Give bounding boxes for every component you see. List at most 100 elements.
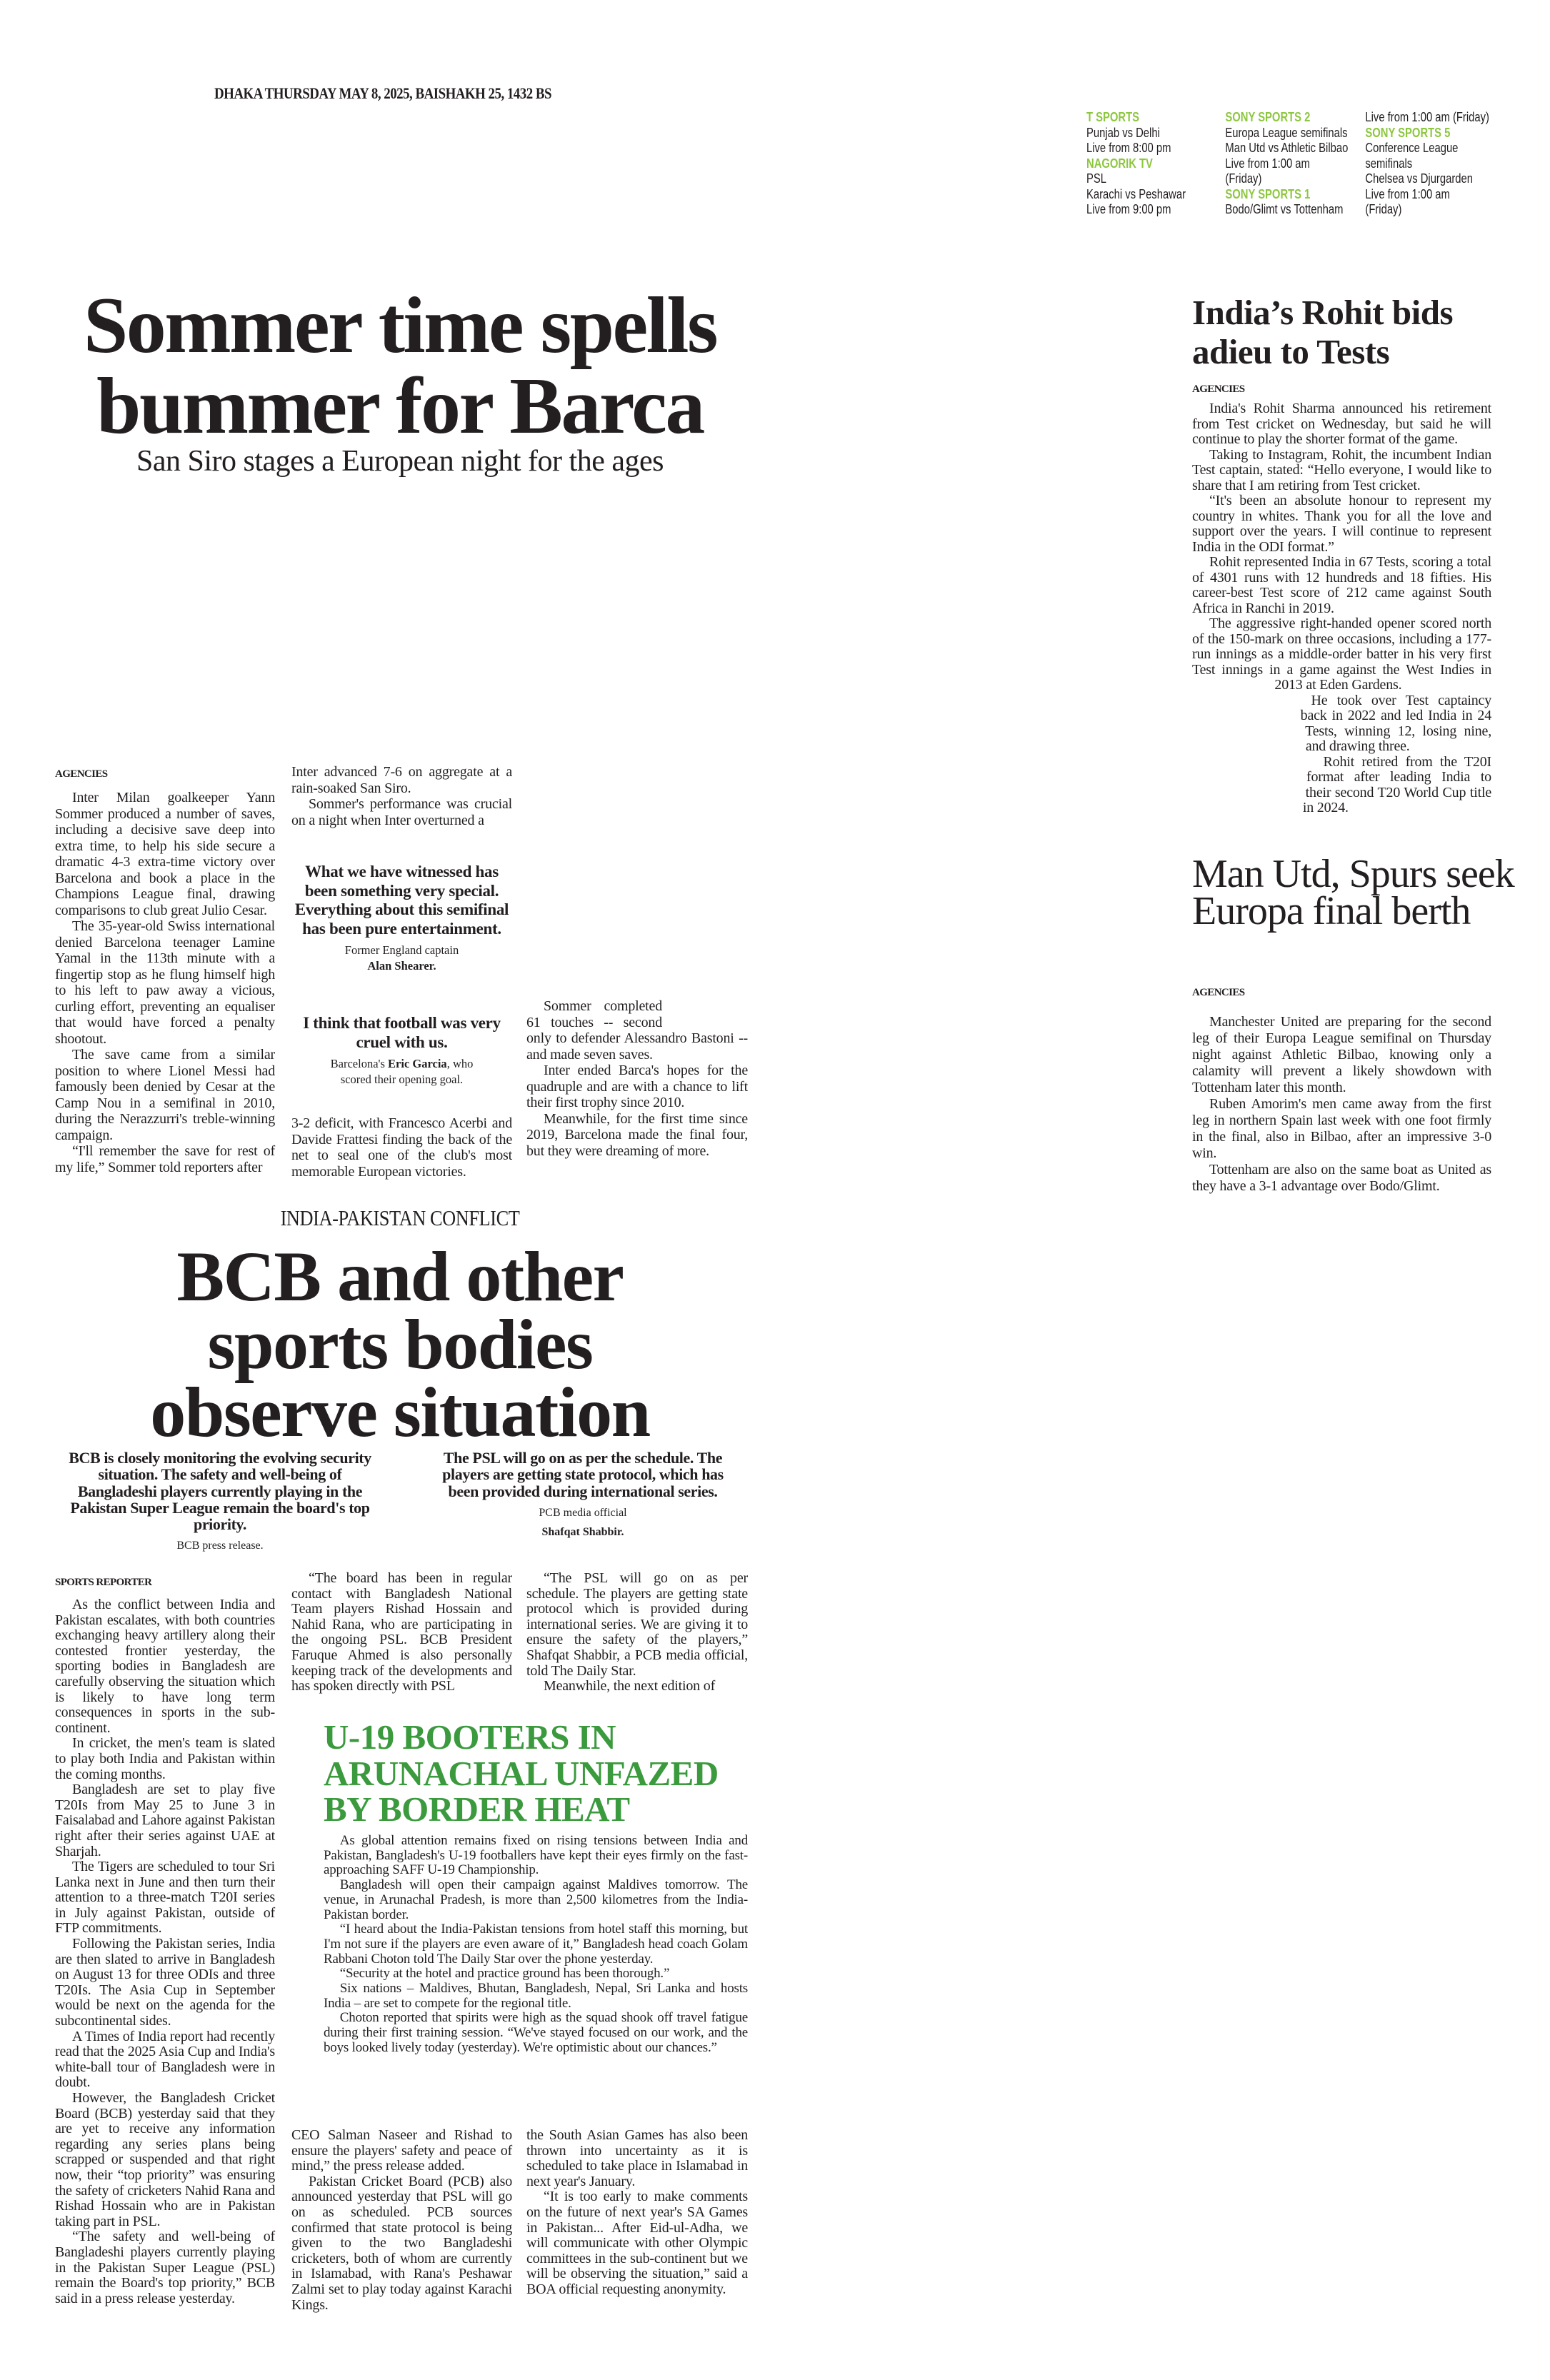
paragraph: Meanwhile, for the first time since 2019… xyxy=(526,1110,748,1159)
bcb-headline: BCB and other sports bodies observe situ… xyxy=(29,1241,771,1452)
paragraph: A Times of India report had recently rea… xyxy=(55,2028,275,2091)
bcb-column-3-bottom: the South Asian Games has also been thro… xyxy=(526,2127,748,2298)
paragraph: “Security at the hotel and practice grou… xyxy=(339,1966,670,1982)
paragraph: As global attention remains fixed on ris… xyxy=(324,1833,748,1878)
attribution-name: Shafqat Shabbir. xyxy=(541,1525,624,1538)
rohit-body: India's Rohit Sharma announced his retir… xyxy=(1192,401,1491,848)
bcb-column-2-bottom: CEO Salman Naseer and Rishad to ensure t… xyxy=(291,2127,512,2313)
sommer-column-1: Inter Milan goalkeeper Yann Sommer produ… xyxy=(55,790,275,1175)
paragraph: Rohit represented India in 67 Tests, sco… xyxy=(1192,554,1491,616)
tv-listing-line: Karachi vs Peshawar xyxy=(1086,186,1186,201)
quote-attribution: Barcelona's Eric Garcia, who scored thei… xyxy=(291,1056,512,1088)
paragraph: Inter advanced 7-6 on aggregate at a rai… xyxy=(291,764,512,796)
tv-listing-line: Europa League semifinals xyxy=(1225,124,1348,140)
tv-listing-line: (Friday) xyxy=(1225,171,1262,186)
paragraph: India's Rohit Sharma announced his retir… xyxy=(1192,401,1491,447)
bcb-byline: SPORTS REPORTER xyxy=(55,1577,152,1588)
paragraph: the South Asian Games has also been thro… xyxy=(526,2127,748,2189)
paragraph: Manchester United are preparing for the … xyxy=(1192,1014,1491,1095)
paragraph: Pakistan Cricket Board (PCB) also announ… xyxy=(291,2173,512,2313)
rohit-headline: India’s Rohit bids adieu to Tests xyxy=(1192,293,1454,371)
quote-attribution: BCB press release. xyxy=(176,1540,264,1552)
paragraph: He took over Test captaincy back in 2022… xyxy=(1300,692,1492,754)
bcb-column-2-top: “The board has been in regular contact w… xyxy=(291,1570,512,1694)
headline-line: sports bodies xyxy=(207,1305,594,1384)
quote-text: What we have witnessed has been somethin… xyxy=(294,863,509,938)
attribution-role: Former England captain xyxy=(344,943,459,957)
section-kicker: INDIA-PAKISTAN CONFLICT xyxy=(280,1205,520,1230)
dateline: DHAKA THURSDAY MAY 8, 2025, BAISHAKH 25,… xyxy=(214,84,551,102)
paragraph: “It's been an absolute honour to represe… xyxy=(1192,493,1491,555)
paragraph: Choton reported that spirits were high a… xyxy=(324,2010,748,2055)
pull-quote-pcb: The PSL will go on as per the schedule. … xyxy=(429,1450,737,1542)
u19-body: As global attention remains fixed on ris… xyxy=(324,1833,748,2056)
attribution-role: PCB media official xyxy=(539,1506,627,1519)
paragraph: Rohit retired from the T20I format after… xyxy=(1302,753,1491,815)
rohit-byline: AGENCIES xyxy=(1192,383,1245,395)
paragraph: The 35-year-old Swiss international deni… xyxy=(55,918,275,1047)
tv-listing-line: semifinals xyxy=(1365,155,1413,171)
paragraph: Ruben Amorim's men came away from the fi… xyxy=(1192,1096,1491,1161)
paragraph: Inter Milan goalkeeper Yann Sommer produ… xyxy=(55,790,275,918)
paragraph: Inter ended Barca's hopes for the quadru… xyxy=(526,1063,748,1110)
paragraph: Tottenham are also on the same boat as U… xyxy=(1192,1162,1491,1194)
paragraph: However, the Bangladesh Cricket Board (B… xyxy=(55,2090,275,2229)
tv-listing-line: Chelsea vs Djurgarden xyxy=(1365,171,1473,186)
tv-listing-line: Live from 1:00 am xyxy=(1225,155,1310,171)
tv-listing-line: (Friday) xyxy=(1365,201,1402,216)
quote-text: BCB is closely monitoring the evolving s… xyxy=(69,1449,371,1534)
pull-quote-shearer: What we have witnessed has been somethin… xyxy=(291,863,512,974)
paragraph: The save came from a similar position to… xyxy=(55,1047,275,1143)
tv-channel-name: SONY SPORTS 2 xyxy=(1225,109,1311,124)
tv-listing-line: Conference League xyxy=(1365,140,1459,155)
pull-quote-bcb: BCB is closely monitoring the evolving s… xyxy=(66,1450,374,1555)
paragraph: 3-2 deficit, with Francesco Acerbi and D… xyxy=(291,1115,512,1180)
quote-attribution: Former England captain Alan Shearer. xyxy=(291,943,512,974)
headline-line: observe situation xyxy=(150,1372,651,1452)
u19-headline: U-19 BOOTERS IN ARUNACHAL UNFAZED BY BOR… xyxy=(324,1717,719,1829)
tv-listing-line: Bodo/Glimt vs Tottenham xyxy=(1225,201,1344,216)
tv-channel-name: SONY SPORTS 5 xyxy=(1365,124,1451,140)
paragraph: “It is too early to make comments on the… xyxy=(526,2189,748,2297)
paragraph: “The safety and well-being of Bangladesh… xyxy=(55,2229,275,2306)
paragraph: CEO Salman Naseer and Rishad to ensure t… xyxy=(291,2127,512,2174)
attribution-name: Eric Garcia xyxy=(388,1057,447,1070)
attribution-name: Alan Shearer. xyxy=(367,959,436,973)
sommer-column-2-bottom: 3-2 deficit, with Francesco Acerbi and D… xyxy=(291,1115,512,1180)
paragraph: The aggressive right-handed opener score… xyxy=(1192,616,1491,693)
headline-line: bummer for Barca xyxy=(96,362,705,451)
paragraph: “The board has been in regular contact w… xyxy=(291,1570,512,1694)
tv-channel-name: SONY SPORTS 1 xyxy=(1225,186,1311,201)
quote-text: I think that football was very cruel wit… xyxy=(303,1014,501,1051)
paragraph: Sommer completed 61 touches -- second on… xyxy=(526,998,748,1063)
paragraph: As the conflict between India and Pakist… xyxy=(55,1597,275,1736)
paragraph: Taking to Instagram, Rohit, the incumben… xyxy=(1192,446,1491,493)
manutd-byline: AGENCIES xyxy=(1192,987,1245,998)
tv-listing-line: Live from 8:00 pm xyxy=(1086,140,1171,155)
quote-text: The PSL will go on as per the schedule. … xyxy=(442,1449,724,1500)
sommer-subheadline: San Siro stages a European night for the… xyxy=(136,445,664,478)
quote-attribution: PCB media official Shafqat Shabbir. xyxy=(429,1503,737,1542)
tv-listing-line: Live from 9:00 pm xyxy=(1086,201,1171,216)
wrap-spacer xyxy=(662,998,748,1030)
tv-channel-name: NAGORIK TV xyxy=(1086,155,1153,171)
attribution-pre: Barcelona's xyxy=(330,1057,389,1070)
tv-listing-line: Punjab vs Delhi xyxy=(1086,124,1160,140)
tv-listing-line: Man Utd vs Athletic Bilbao xyxy=(1225,140,1349,155)
sommer-byline: AGENCIES xyxy=(55,768,108,780)
manutd-headline: Man Utd, Spurs seek Europa final berth xyxy=(1192,852,1515,933)
paragraph: “The PSL will go on as per schedule. The… xyxy=(526,1570,748,1679)
paragraph: Bangladesh will open their campaign agai… xyxy=(324,1877,748,1922)
paragraph: Meanwhile, the next edition of xyxy=(544,1678,716,1694)
sommer-headline: Sommer time spells bummer for Barca xyxy=(29,286,771,447)
paragraph: Following the Pakistan series, India are… xyxy=(55,1936,275,2029)
sommer-column-2-top: Inter advanced 7-6 on aggregate at a rai… xyxy=(291,764,512,828)
tv-channel-name: T SPORTS xyxy=(1086,109,1140,124)
paragraph: Sommer's performance was crucial on a ni… xyxy=(291,796,512,828)
paragraph: “I'll remember the save for rest of my l… xyxy=(55,1143,275,1175)
manutd-body: Manchester United are preparing for the … xyxy=(1192,1014,1491,1195)
tv-listing-line: PSL xyxy=(1086,171,1106,186)
